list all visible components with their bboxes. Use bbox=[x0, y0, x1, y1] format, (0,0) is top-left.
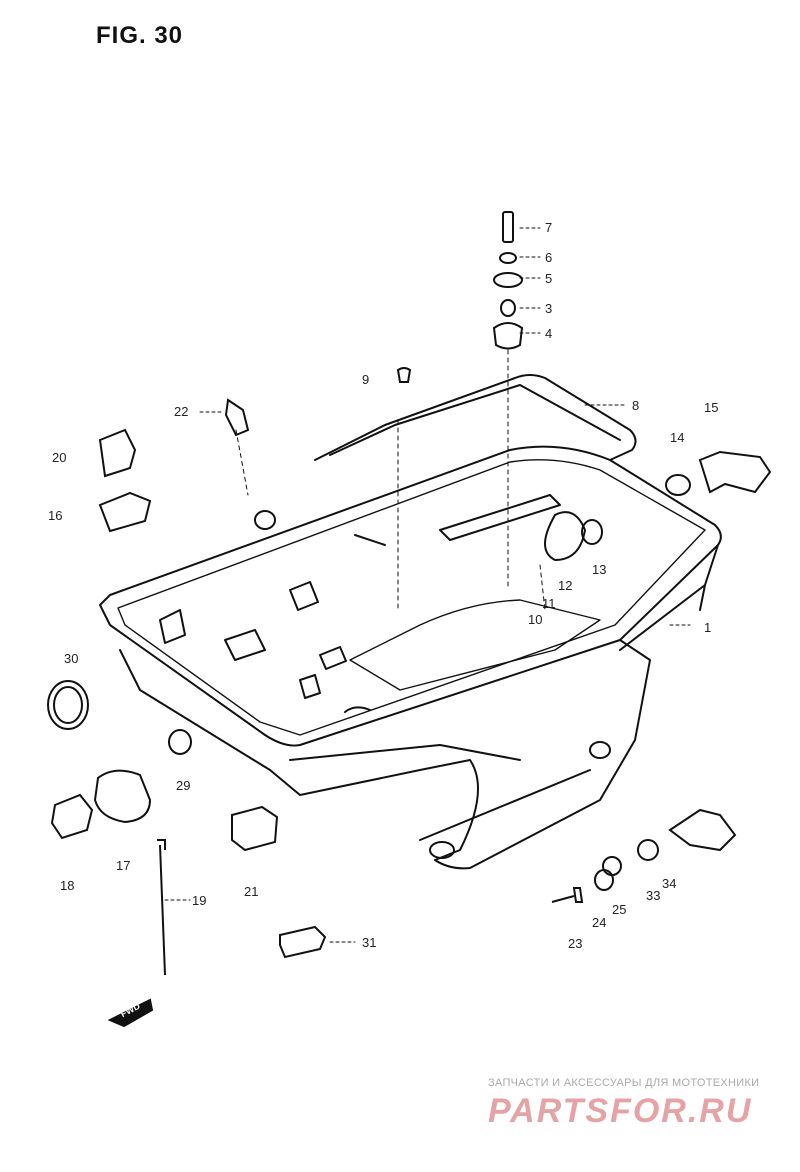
callout-18: 18 bbox=[60, 878, 75, 893]
cowling-lower-body bbox=[119, 639, 651, 870]
bolt-7 bbox=[502, 211, 514, 243]
watermark-logo: PARTSFOR.RU bbox=[488, 1092, 753, 1130]
cowling-inner-rim bbox=[117, 459, 706, 736]
grommet-lower bbox=[429, 841, 455, 859]
cap-30 bbox=[47, 680, 89, 730]
collar-3 bbox=[500, 299, 516, 317]
grommet-lower-2 bbox=[589, 741, 611, 759]
callout-34: 34 bbox=[662, 876, 677, 891]
callout-33: 33 bbox=[646, 888, 661, 903]
plug-29 bbox=[168, 729, 192, 755]
leader-lines bbox=[235, 349, 546, 611]
washer-24 bbox=[594, 869, 614, 891]
callout-21: 21 bbox=[244, 884, 259, 899]
fwd-arrow bbox=[107, 998, 154, 1028]
callout-30: 30 bbox=[64, 651, 79, 666]
callout-31: 31 bbox=[362, 935, 377, 950]
callout-leaders bbox=[164, 227, 691, 943]
callout-29: 29 bbox=[176, 778, 191, 793]
callout-6: 6 bbox=[545, 250, 553, 265]
callout-25: 25 bbox=[612, 902, 627, 917]
grommet-14 bbox=[665, 474, 691, 496]
grommet-13 bbox=[581, 519, 603, 545]
callout-4: 4 bbox=[545, 326, 553, 341]
part-22 bbox=[224, 398, 250, 437]
grommet-5 bbox=[493, 272, 523, 288]
callout-20: 20 bbox=[52, 450, 67, 465]
part-20 bbox=[98, 428, 137, 478]
figure-title: FIG. 30 bbox=[96, 22, 184, 49]
callout-11: 11 bbox=[542, 596, 556, 611]
pad-31 bbox=[279, 925, 327, 959]
grommet-17 bbox=[93, 769, 152, 824]
screw-9 bbox=[396, 367, 412, 383]
grommet-25 bbox=[602, 856, 622, 876]
callout-10: 10 bbox=[528, 612, 543, 627]
watermark-tagline: ЗАПЧАСТИ И АКСЕССУАРЫ ДЛЯ МОТОТЕХНИКИ bbox=[488, 1077, 760, 1089]
washer-6 bbox=[499, 252, 517, 264]
internal-fittings bbox=[159, 494, 586, 713]
callout-23: 23 bbox=[568, 936, 583, 951]
grommet-22b bbox=[254, 510, 276, 530]
callout-16: 16 bbox=[48, 508, 63, 523]
callout-15: 15 bbox=[704, 400, 719, 415]
part-15 bbox=[698, 450, 772, 494]
cowling-side-rail bbox=[619, 544, 719, 651]
callout-22: 22 bbox=[174, 404, 189, 419]
callout-13: 13 bbox=[592, 562, 607, 577]
grommet-33 bbox=[637, 839, 659, 861]
part-21 bbox=[231, 805, 279, 852]
cowling-opening bbox=[349, 599, 601, 691]
callout-24: 24 bbox=[592, 915, 607, 930]
handle-bracket bbox=[314, 374, 637, 461]
callout-12: 12 bbox=[558, 578, 573, 593]
callout-5: 5 bbox=[545, 271, 553, 286]
callout-9: 9 bbox=[362, 372, 370, 387]
bushing-4 bbox=[492, 322, 524, 350]
callout-17: 17 bbox=[116, 858, 131, 873]
callout-3: 3 bbox=[545, 301, 553, 316]
screw-23 bbox=[551, 887, 584, 903]
callout-8: 8 bbox=[632, 398, 640, 413]
tube-19 bbox=[157, 839, 166, 976]
grommet-18 bbox=[50, 793, 94, 840]
cowling-rim bbox=[99, 445, 722, 747]
cowling-lower-edge bbox=[289, 744, 591, 841]
callout-1: 1 bbox=[704, 620, 712, 635]
part-34 bbox=[668, 808, 737, 852]
callout-19: 19 bbox=[192, 893, 207, 908]
callout-7: 7 bbox=[545, 220, 553, 235]
part-16 bbox=[98, 491, 152, 533]
callout-14: 14 bbox=[670, 430, 685, 445]
